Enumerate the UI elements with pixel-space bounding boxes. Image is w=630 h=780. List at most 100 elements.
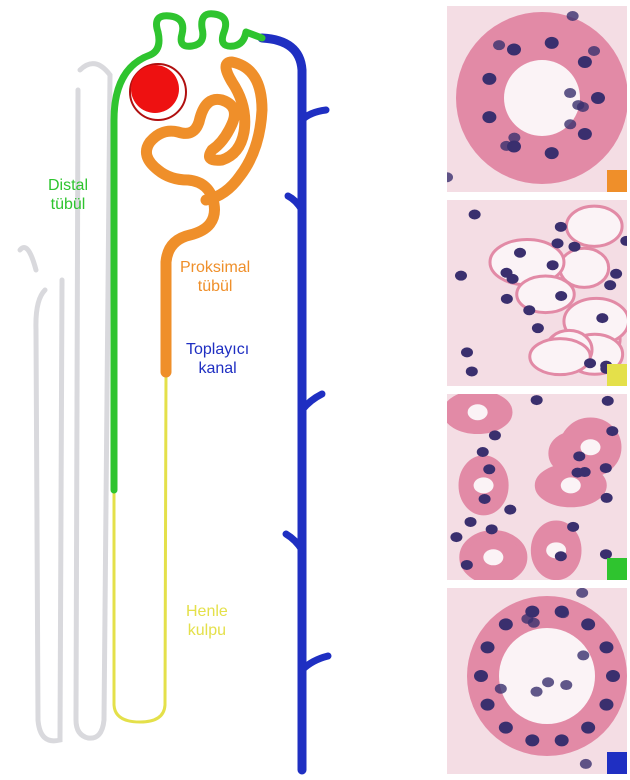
cell-nucleus	[606, 426, 618, 436]
cell-nucleus	[555, 734, 569, 746]
distal-tubule-label-line1: Distal	[48, 176, 88, 195]
cell-nucleus	[499, 722, 513, 734]
henle-color-swatch	[607, 364, 627, 386]
cell-nucleus	[465, 517, 477, 527]
cell-nucleus	[495, 684, 507, 694]
proximal-tubule-label-line2: tübül	[180, 277, 250, 296]
cell-nucleus	[581, 722, 595, 734]
henle-loop-label-line2: kulpu	[186, 621, 228, 640]
cell-nucleus	[521, 614, 533, 624]
proximal-tubule-histology	[447, 6, 627, 192]
cell-nucleus	[481, 641, 495, 653]
cell-nucleus	[455, 271, 467, 281]
distal-tubule-label-line2: tübül	[48, 195, 88, 214]
cell-nucleus	[552, 238, 564, 248]
cell-nucleus	[610, 269, 622, 279]
cell-nucleus	[573, 451, 585, 461]
cell-nucleus	[501, 294, 513, 304]
collecting-histology-image	[447, 588, 627, 774]
cell-nucleus	[514, 248, 526, 258]
cell-nucleus	[580, 759, 592, 769]
cell-nucleus	[531, 687, 543, 697]
henle-loop-label: Henle kulpu	[186, 602, 228, 640]
cell-nucleus	[604, 280, 616, 290]
cell-nucleus	[461, 347, 473, 357]
distal-histology-image	[447, 394, 627, 580]
cell-nucleus	[461, 560, 473, 570]
cell-nucleus	[578, 128, 592, 140]
cell-nucleus	[489, 430, 501, 440]
cell-nucleus	[531, 395, 543, 405]
cell-nucleus	[606, 670, 620, 682]
cell-nucleus	[504, 505, 516, 515]
tubule-lumen	[474, 477, 494, 493]
cell-nucleus	[599, 641, 613, 653]
cell-nucleus	[584, 358, 596, 368]
cell-nucleus	[581, 618, 595, 630]
tubule-section	[566, 206, 622, 246]
henle-loop-label-line1: Henle	[186, 602, 228, 621]
cell-nucleus	[500, 141, 512, 151]
background-nephrons	[20, 64, 110, 741]
proximal-histology-image	[447, 6, 627, 192]
cell-nucleus	[493, 40, 505, 50]
cell-nucleus	[477, 447, 489, 457]
tubule-section	[530, 339, 590, 375]
cell-nucleus	[532, 323, 544, 333]
cell-nucleus	[596, 313, 608, 323]
proximal-tubule-label: Proksimal tübül	[180, 258, 250, 296]
cell-nucleus	[501, 268, 513, 278]
cell-nucleus	[602, 396, 614, 406]
distal-tubule-histology	[447, 394, 627, 580]
ghost-tubule-2	[76, 64, 110, 739]
tubule-lumen	[561, 477, 581, 493]
cell-nucleus	[450, 532, 462, 542]
cell-nucleus	[577, 650, 589, 660]
cell-nucleus	[599, 699, 613, 711]
henle-loop-histology	[447, 200, 627, 386]
cell-nucleus	[555, 291, 567, 301]
cell-nucleus	[568, 242, 580, 252]
cell-nucleus	[578, 56, 592, 68]
distal-color-swatch	[607, 558, 627, 580]
cell-nucleus	[507, 44, 521, 56]
cell-nucleus	[572, 468, 584, 478]
cell-nucleus	[588, 46, 600, 56]
cell-nucleus	[547, 260, 559, 270]
henle-histology-image	[447, 200, 627, 386]
ghost-tubule-3	[20, 248, 36, 271]
collecting-duct-label: Toplayıcı kanal	[186, 340, 249, 378]
cell-nucleus	[601, 493, 613, 503]
collecting-color-swatch	[607, 752, 627, 774]
collecting-duct-label-line1: Toplayıcı	[186, 340, 249, 359]
cell-nucleus	[555, 551, 567, 561]
proximal-tubule-label-line1: Proksimal	[180, 258, 250, 277]
cell-nucleus	[577, 102, 589, 112]
collecting-duct	[262, 38, 328, 770]
cell-nucleus	[560, 680, 572, 690]
ghost-tubule-1	[36, 280, 62, 741]
cell-nucleus	[557, 608, 569, 618]
cell-nucleus	[576, 588, 588, 598]
cell-nucleus	[545, 147, 559, 159]
cell-nucleus	[591, 92, 605, 104]
glomerulus	[130, 64, 186, 120]
cell-nucleus	[555, 222, 567, 232]
cell-nucleus	[542, 677, 554, 687]
cell-nucleus	[483, 464, 495, 474]
cell-nucleus	[479, 494, 491, 504]
cell-nucleus	[474, 670, 488, 682]
cell-nucleus	[567, 522, 579, 532]
henle-loop	[114, 372, 166, 722]
cell-nucleus	[545, 37, 559, 49]
cell-nucleus	[564, 88, 576, 98]
cell-nucleus	[525, 734, 539, 746]
cell-nucleus	[523, 305, 535, 315]
cell-nucleus	[499, 618, 513, 630]
cell-nucleus	[481, 699, 495, 711]
cell-nucleus	[482, 73, 496, 85]
tubule-lumen	[468, 404, 488, 420]
cell-nucleus	[469, 209, 481, 219]
tubule-lumen	[483, 549, 503, 565]
collecting-duct-label-line2: kanal	[186, 359, 249, 378]
